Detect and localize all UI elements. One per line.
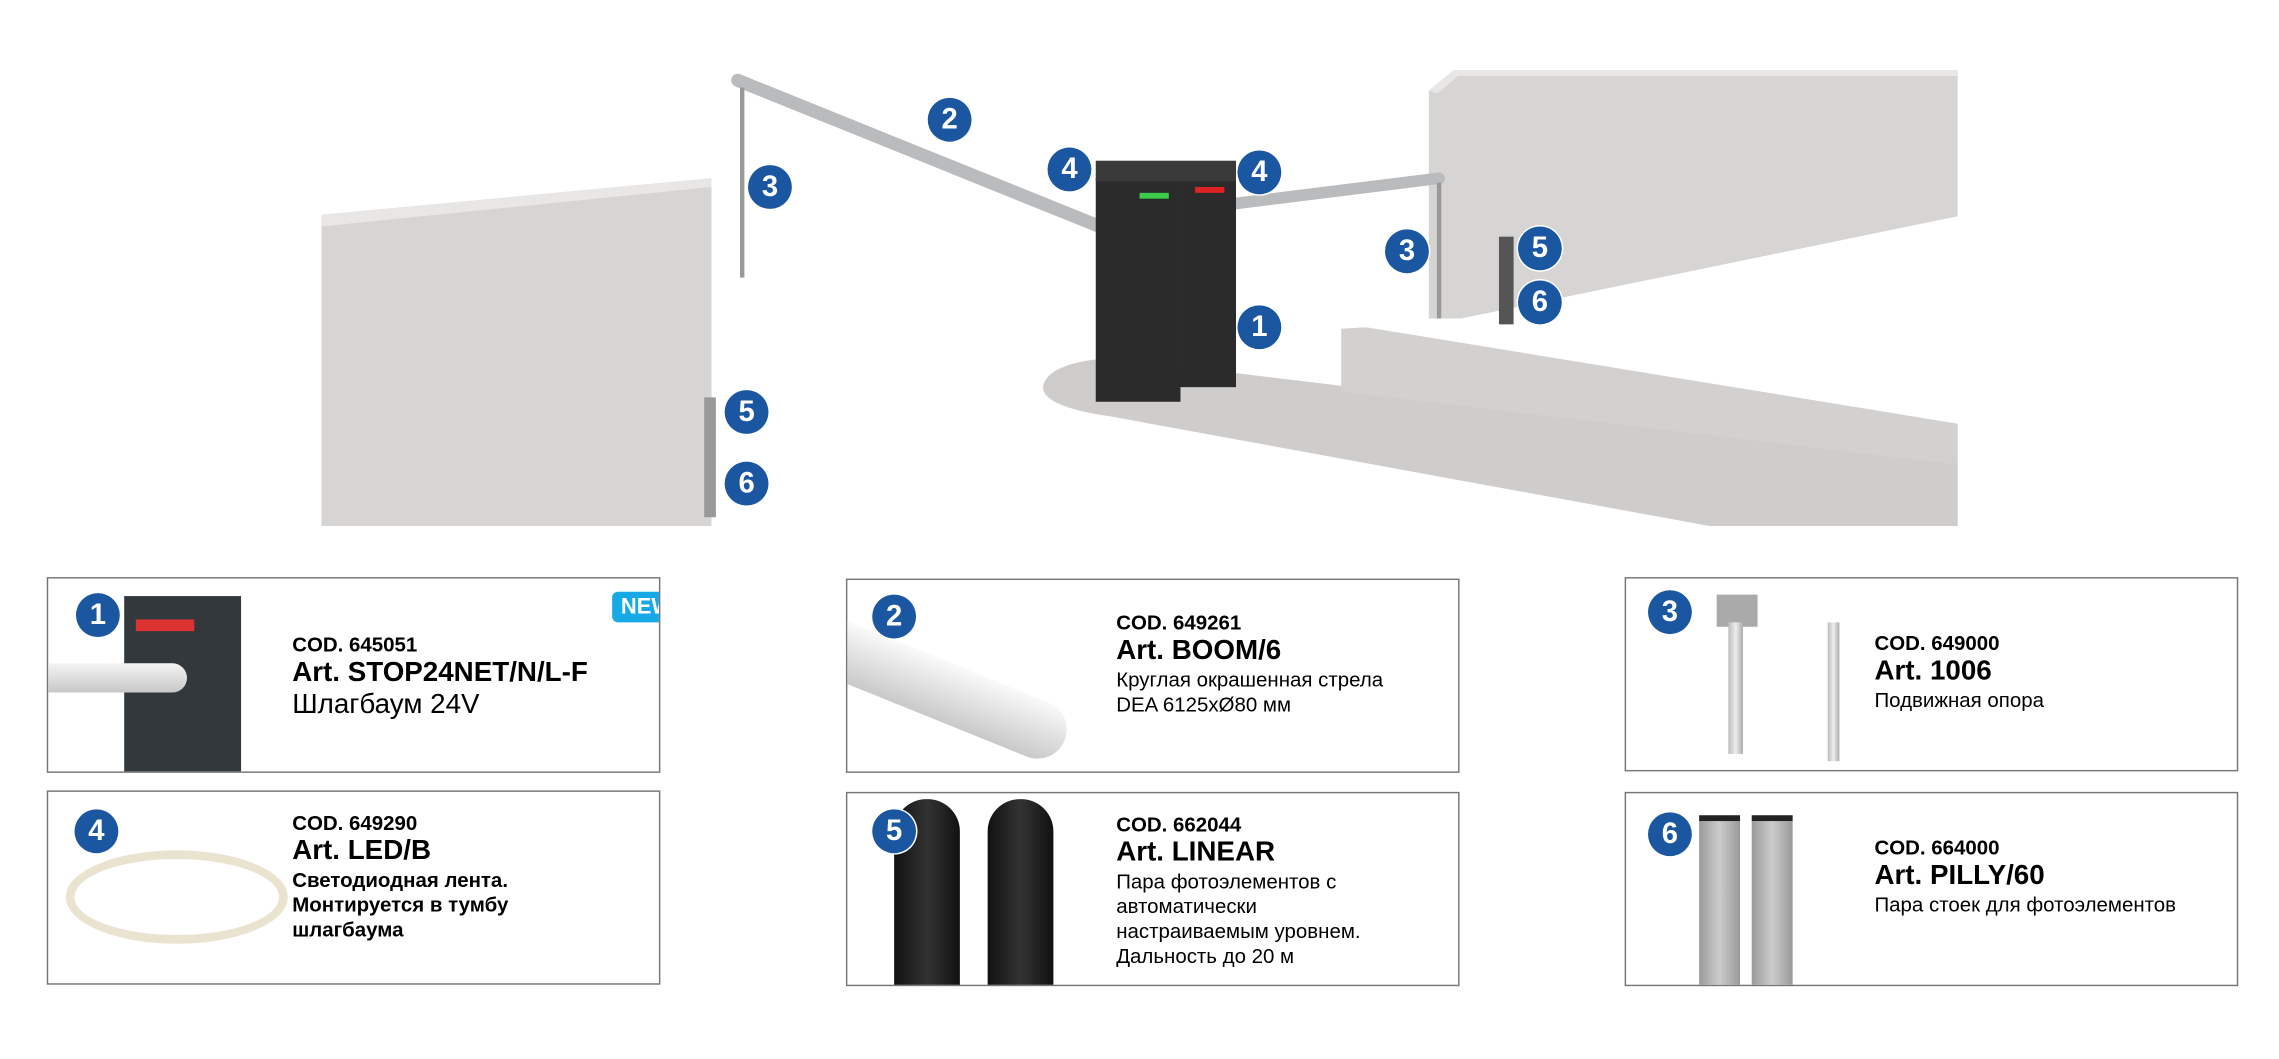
product-article: Art. 1006: [1874, 656, 1992, 688]
product-description: DEA 6125xØ80 мм: [1116, 692, 1292, 717]
red-led: [1195, 187, 1225, 193]
product-description: автоматически: [1116, 894, 1257, 918]
product-description: Пара стоек для фотоэлементов: [1874, 893, 2177, 917]
cabinet-left: [1095, 178, 1181, 402]
product-code: COD. 662044: [1116, 812, 1242, 836]
barrier-installation-illustration: [321, 70, 1958, 526]
product-card-linear[interactable]: 5 COD. 662044 Art. LINEAR Пара фотоэлеме…: [845, 791, 1460, 987]
boom-left: [731, 73, 1117, 238]
product-article: Art. STOP24NET/N/L-F: [292, 658, 588, 689]
boom-right: [1221, 172, 1445, 211]
marker-3: 3: [748, 165, 792, 209]
green-led: [1139, 192, 1169, 199]
island: [1043, 357, 1958, 526]
cabinet-right: [1180, 178, 1237, 388]
marker-5: 5: [1517, 226, 1562, 271]
adjustable-foot-image: [1827, 622, 1840, 762]
card-number-badge: 5: [872, 809, 917, 854]
product-article: Art. LINEAR: [1116, 837, 1276, 869]
product-description: Монтируется в тумбу: [292, 893, 509, 917]
product-article: Art. BOOM/6: [1116, 636, 1282, 667]
product-card-pilly60[interactable]: 6 COD. 664000 Art. PILLY/60 Пара стоек д…: [1624, 791, 2239, 987]
marker-3: 3: [1385, 229, 1429, 274]
product-description: Пара фотоэлементов с: [1116, 869, 1337, 894]
card-number-badge: 4: [74, 809, 119, 854]
product-description: настраиваемым уровнем.: [1116, 919, 1361, 943]
product-description: Подвижная опора: [1874, 688, 2045, 712]
product-article: Art. PILLY/60: [1874, 861, 2045, 892]
low-wall: [1341, 327, 1958, 465]
card-number-badge: 3: [1648, 590, 1692, 635]
product-card-stop24net[interactable]: 1 NEW COD. 645051 Art. STOP24NET/N/L-F Ш…: [46, 577, 661, 773]
product-card-ledb[interactable]: 4 COD. 649290 Art. LED/B Светодиодная ле…: [46, 790, 661, 985]
product-article: Art. LED/B: [292, 836, 431, 867]
product-code: COD. 664000: [1874, 835, 2000, 860]
post-image: [1751, 815, 1793, 985]
marker-2: 2: [927, 97, 972, 142]
bracket-image: [1716, 594, 1758, 627]
marker-6: 6: [1517, 280, 1562, 325]
cabinet-top: [1095, 160, 1237, 182]
product-card-boom6[interactable]: 2 COD. 649261 Art. BOOM/6 Круглая окраше…: [845, 578, 1460, 773]
support-rod-image: [1728, 622, 1743, 754]
photocell-post-left: [704, 397, 716, 518]
card-number-badge: 6: [1648, 812, 1692, 857]
right-wall: [1428, 70, 1958, 319]
product-description: Дальность до 20 м: [1116, 944, 1295, 968]
post-image: [1699, 815, 1741, 985]
product-description: Светодиодная лента.: [292, 868, 509, 892]
product-code: COD. 649261: [1116, 610, 1242, 635]
product-code: COD. 649290: [292, 810, 418, 835]
photocell-image: [987, 799, 1054, 985]
new-badge: NEW: [612, 591, 659, 623]
card-number-badge: 2: [872, 594, 917, 639]
product-card-1006[interactable]: 3 COD. 649000 Art. 1006 Подвижная опора: [1624, 577, 2239, 772]
photocell-post-right: [1498, 236, 1514, 325]
marker-1: 1: [1237, 305, 1282, 350]
product-description: шлагбаума: [292, 917, 404, 942]
product-code: COD. 649000: [1874, 631, 2000, 655]
marker-5: 5: [724, 390, 769, 434]
boom-image: [48, 663, 188, 693]
left-wall: [321, 178, 712, 526]
product-description: Шлагбаум 24V: [292, 690, 480, 721]
marker-6: 6: [724, 461, 769, 506]
product-code: COD. 645051: [292, 632, 418, 656]
card-number-badge: 1: [75, 593, 120, 637]
left-wall-top: [321, 178, 712, 227]
marker-4: 4: [1237, 150, 1282, 195]
product-description: Круглая окрашенная стрела: [1116, 668, 1384, 692]
marker-4: 4: [1047, 147, 1092, 192]
led-strip-image: [65, 850, 288, 944]
